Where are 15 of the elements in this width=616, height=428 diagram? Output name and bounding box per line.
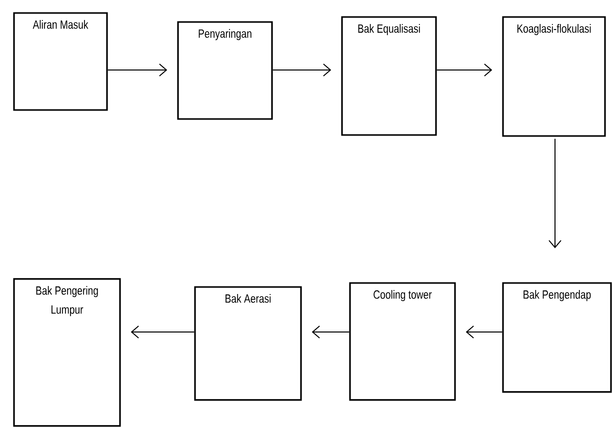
arrow [272,64,332,76]
arrow [312,326,350,338]
arrow [466,326,503,338]
process-box: Bak Pengering Lumpur [13,278,121,427]
process-box: Bak Aerasi [194,286,302,401]
process-box: Bak Pengendap [502,282,612,393]
process-box: Bak Equalisasi [341,16,437,136]
arrow [436,64,492,76]
process-box: Cooling tower [349,282,456,401]
arrow [107,64,168,76]
process-box: Penyaringan [177,21,273,120]
process-box: Koaglasi-flokulasi [502,16,606,137]
arrow [130,326,195,338]
arrow [548,138,562,248]
process-box: Aliran Masuk [13,12,108,111]
